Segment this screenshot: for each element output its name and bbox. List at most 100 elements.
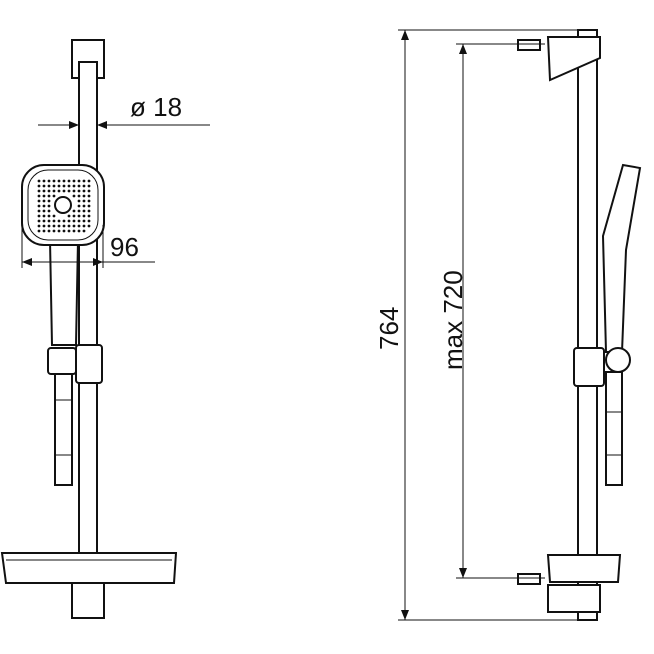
nozzle-dot — [67, 179, 71, 183]
side-rail — [577, 29, 598, 621]
nozzle-dot — [62, 224, 66, 228]
nozzle-dot — [77, 219, 81, 223]
bracket-spacing-label: max 720 — [438, 270, 468, 370]
nozzle-dot — [37, 219, 41, 223]
hand-shower-handle — [48, 239, 80, 346]
nozzle-dot — [72, 189, 76, 193]
nozzle-dot — [47, 199, 51, 203]
nozzle-dot — [82, 224, 86, 228]
nozzle-dot — [87, 189, 91, 193]
nozzle-dot — [47, 229, 51, 233]
nozzle-dot — [77, 184, 81, 188]
nozzle-dot — [72, 219, 76, 223]
nozzle-dot — [82, 214, 86, 218]
nozzle-dot — [57, 219, 61, 223]
nozzle-dot — [72, 184, 76, 188]
slider-clamp — [75, 344, 103, 384]
nozzle-dot — [77, 229, 81, 233]
diameter-dimension: ø 18 — [38, 92, 210, 129]
nozzle-dot — [47, 204, 51, 208]
nozzle-dot — [42, 184, 46, 188]
side-hand-shower — [601, 163, 642, 353]
nozzle-dot — [37, 209, 41, 213]
nozzle-dot — [42, 204, 46, 208]
nozzle-dot — [87, 214, 91, 218]
nozzle-dot — [42, 189, 46, 193]
nozzle-dot — [72, 194, 76, 198]
nozzle-dot — [62, 189, 66, 193]
hand-shower-head — [21, 164, 105, 246]
nozzle-dot — [77, 204, 81, 208]
width-label: 96 — [110, 232, 139, 262]
diameter-label: ø 18 — [130, 92, 182, 122]
nozzle-dot — [47, 194, 51, 198]
nozzle-dot — [52, 184, 56, 188]
nozzle-dot — [52, 179, 56, 183]
nozzle-dot — [77, 199, 81, 203]
nozzle-dot — [77, 224, 81, 228]
nozzle-dot — [77, 194, 81, 198]
nozzle-dot — [37, 184, 41, 188]
nozzle-dot — [72, 209, 76, 213]
total-height-dimension: 764 — [374, 29, 590, 621]
nozzle-dot — [37, 189, 41, 193]
nozzle-dot — [67, 224, 71, 228]
nozzle-dot — [37, 224, 41, 228]
center-nozzle — [54, 196, 72, 214]
nozzle-dot — [87, 209, 91, 213]
nozzle-dot — [42, 214, 46, 218]
nozzle-dot — [42, 224, 46, 228]
nozzle-dot — [62, 229, 66, 233]
nozzle-dot — [62, 179, 66, 183]
nozzle-dot — [82, 229, 86, 233]
nozzle-dot — [82, 189, 86, 193]
nozzle-dot — [87, 219, 91, 223]
side-slider — [573, 347, 605, 387]
nozzle-dot — [37, 194, 41, 198]
bracket-spacing-dimension: max 720 — [438, 43, 545, 579]
nozzle-dot — [47, 184, 51, 188]
nozzle-dot — [57, 229, 61, 233]
nozzle-dot — [82, 199, 86, 203]
nozzle-dot — [52, 194, 56, 198]
total-height-label: 764 — [374, 307, 404, 350]
nozzle-dot — [37, 229, 41, 233]
side-view — [517, 29, 642, 621]
top-bracket — [71, 39, 105, 79]
nozzle-dot — [42, 194, 46, 198]
nozzle-dot — [47, 179, 51, 183]
nozzle-dot — [37, 214, 41, 218]
nozzle-dot — [77, 214, 81, 218]
nozzle-dot — [72, 224, 76, 228]
nozzle-dot — [67, 189, 71, 193]
nozzle-dot — [57, 189, 61, 193]
nozzle-dot — [77, 189, 81, 193]
nozzle-dot — [37, 179, 41, 183]
bottom-bracket — [71, 582, 105, 619]
nozzle-dot — [47, 209, 51, 213]
nozzle-dot — [72, 214, 76, 218]
nozzle-dot — [77, 209, 81, 213]
side-shelf — [546, 554, 622, 583]
nozzle-dot — [37, 199, 41, 203]
nozzle-dot — [67, 214, 71, 218]
slider-holder — [47, 347, 77, 375]
side-hose — [605, 371, 623, 486]
nozzle-dot — [62, 184, 66, 188]
nozzle-dot — [67, 219, 71, 223]
nozzle-dot — [57, 184, 61, 188]
nozzle-dot — [82, 179, 86, 183]
nozzle-dot — [87, 179, 91, 183]
nozzle-dot — [52, 224, 56, 228]
spray-nozzles — [37, 179, 91, 233]
side-bottom-bracket — [547, 584, 601, 613]
nozzle-dot — [82, 209, 86, 213]
nozzle-dot — [52, 214, 56, 218]
nozzle-dot — [42, 219, 46, 223]
nozzle-dot — [82, 184, 86, 188]
front-view — [0, 39, 178, 619]
rail — [78, 59, 98, 591]
nozzle-dot — [77, 179, 81, 183]
slider-knob — [605, 347, 631, 373]
